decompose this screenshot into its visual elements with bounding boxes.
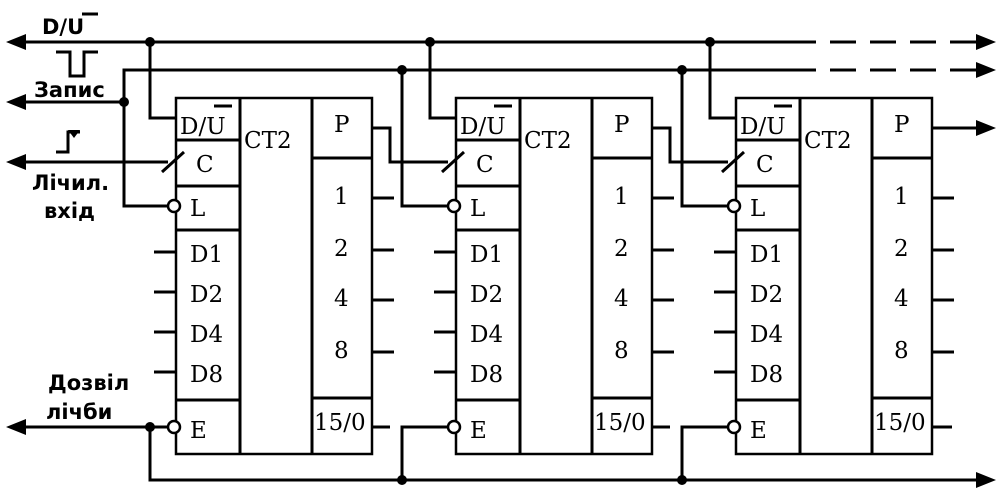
pin-label-d2: D2 — [750, 282, 783, 308]
pin-label-du: D/U — [740, 114, 786, 140]
output-label-1: 1 — [894, 184, 909, 210]
write-bus-arrow-right — [976, 62, 996, 78]
e-invert-bubble — [446, 419, 462, 435]
pin-label-c: C — [196, 152, 214, 178]
write-junction-2 — [397, 65, 407, 75]
external-labels: D/U Запис Лічил. вхід Дозвіл лічби — [32, 12, 129, 424]
output-label-P: P — [614, 112, 629, 138]
enable-tap-3 — [680, 425, 728, 480]
write-junction-3 — [677, 65, 687, 75]
wiring — [6, 34, 996, 488]
write-bus — [122, 68, 790, 102]
pin-label-d2: D2 — [190, 282, 223, 308]
e-invert-bubble — [726, 419, 742, 435]
output-label-15-0: 15/0 — [594, 410, 646, 436]
counters: CT2D/UCLD1D2D4D8EP124815/0CT2D/UCLD1D2D4… — [154, 96, 954, 456]
pin-label-d4: D4 — [190, 322, 223, 348]
enable-bus-arrow-right — [976, 472, 996, 488]
carry-line-1 — [372, 126, 448, 164]
pin-label-d2: D2 — [470, 282, 503, 308]
l-tap-1 — [122, 102, 168, 208]
pin-label-d8: D8 — [190, 362, 223, 388]
write-label: Запис — [34, 78, 105, 102]
du-junction-1 — [145, 37, 155, 47]
du-junction-2 — [425, 37, 435, 47]
count-edge-arrow-icon — [68, 130, 80, 138]
du-tap-3 — [708, 42, 736, 120]
output-label-2: 2 — [614, 236, 629, 262]
enable-input-arrow — [6, 419, 26, 435]
counter-type: CT2 — [244, 128, 292, 154]
count-input-label-1: Лічил. — [32, 171, 109, 195]
output-label-P: P — [894, 112, 909, 138]
output-label-1: 1 — [334, 184, 349, 210]
output-label-4: 4 — [614, 286, 629, 312]
pin-label-du: D/U — [180, 114, 226, 140]
pin-label-d1: D1 — [190, 242, 223, 268]
count-edge-icon — [56, 130, 80, 154]
count-input-label-2: вхід — [44, 199, 95, 223]
pin-label-d8: D8 — [470, 362, 503, 388]
l-invert-bubble — [726, 198, 742, 214]
output-label-2: 2 — [334, 236, 349, 262]
count-enable-label-1: Дозвіл — [48, 371, 129, 395]
output-label-P: P — [334, 112, 349, 138]
count-input-arrow — [6, 154, 26, 170]
pin-label-l: L — [190, 196, 205, 222]
l-invert-bubble — [166, 198, 182, 214]
output-label-4: 4 — [334, 286, 349, 312]
output-label-4: 4 — [894, 286, 909, 312]
output-label-15-0: 15/0 — [874, 410, 926, 436]
output-label-15-0: 15/0 — [314, 410, 366, 436]
pin-label-c: C — [756, 152, 774, 178]
carry-line-2 — [652, 126, 728, 164]
enable-bus — [148, 427, 960, 482]
l-tap-3 — [680, 70, 728, 208]
enable-bus-junction-2 — [397, 475, 407, 485]
du-tap-1 — [148, 42, 176, 120]
pin-label-d4: D4 — [750, 322, 783, 348]
pin-label-d1: D1 — [470, 242, 503, 268]
output-label-8: 8 — [334, 338, 349, 364]
pin-label-d4: D4 — [470, 322, 503, 348]
write-pulse-icon — [56, 50, 98, 78]
output-label-1: 1 — [614, 184, 629, 210]
clock-slash — [160, 150, 186, 174]
enable-bus-junction-3 — [677, 475, 687, 485]
counter-type: CT2 — [804, 128, 852, 154]
pin-label-l: L — [470, 196, 485, 222]
carry-out-arrow — [976, 120, 996, 136]
l-invert-bubble — [446, 198, 462, 214]
e-invert-bubble — [166, 419, 182, 435]
pin-label-e: E — [750, 418, 767, 444]
write-input-arrow — [6, 94, 26, 110]
du-bus-arrow — [6, 34, 26, 50]
clock-slash — [440, 150, 466, 174]
output-label-8: 8 — [894, 338, 909, 364]
pin-label-d1: D1 — [750, 242, 783, 268]
du-bus-arrow-right — [976, 34, 996, 50]
pin-label-d8: D8 — [750, 362, 783, 388]
pin-label-c: C — [476, 152, 494, 178]
clock-slash — [720, 150, 746, 174]
enable-tap-2 — [400, 425, 448, 480]
du-junction-3 — [705, 37, 715, 47]
pin-label-l: L — [750, 196, 765, 222]
pin-label-du: D/U — [460, 114, 506, 140]
count-enable-label-2: лічби — [46, 400, 112, 424]
counter-type: CT2 — [524, 128, 572, 154]
output-label-8: 8 — [614, 338, 629, 364]
output-label-2: 2 — [894, 236, 909, 262]
l-tap-2 — [400, 70, 448, 208]
du-bus-label: D/U — [42, 15, 84, 39]
pin-label-e: E — [470, 418, 487, 444]
pin-label-e: E — [190, 418, 207, 444]
du-tap-2 — [428, 42, 456, 120]
